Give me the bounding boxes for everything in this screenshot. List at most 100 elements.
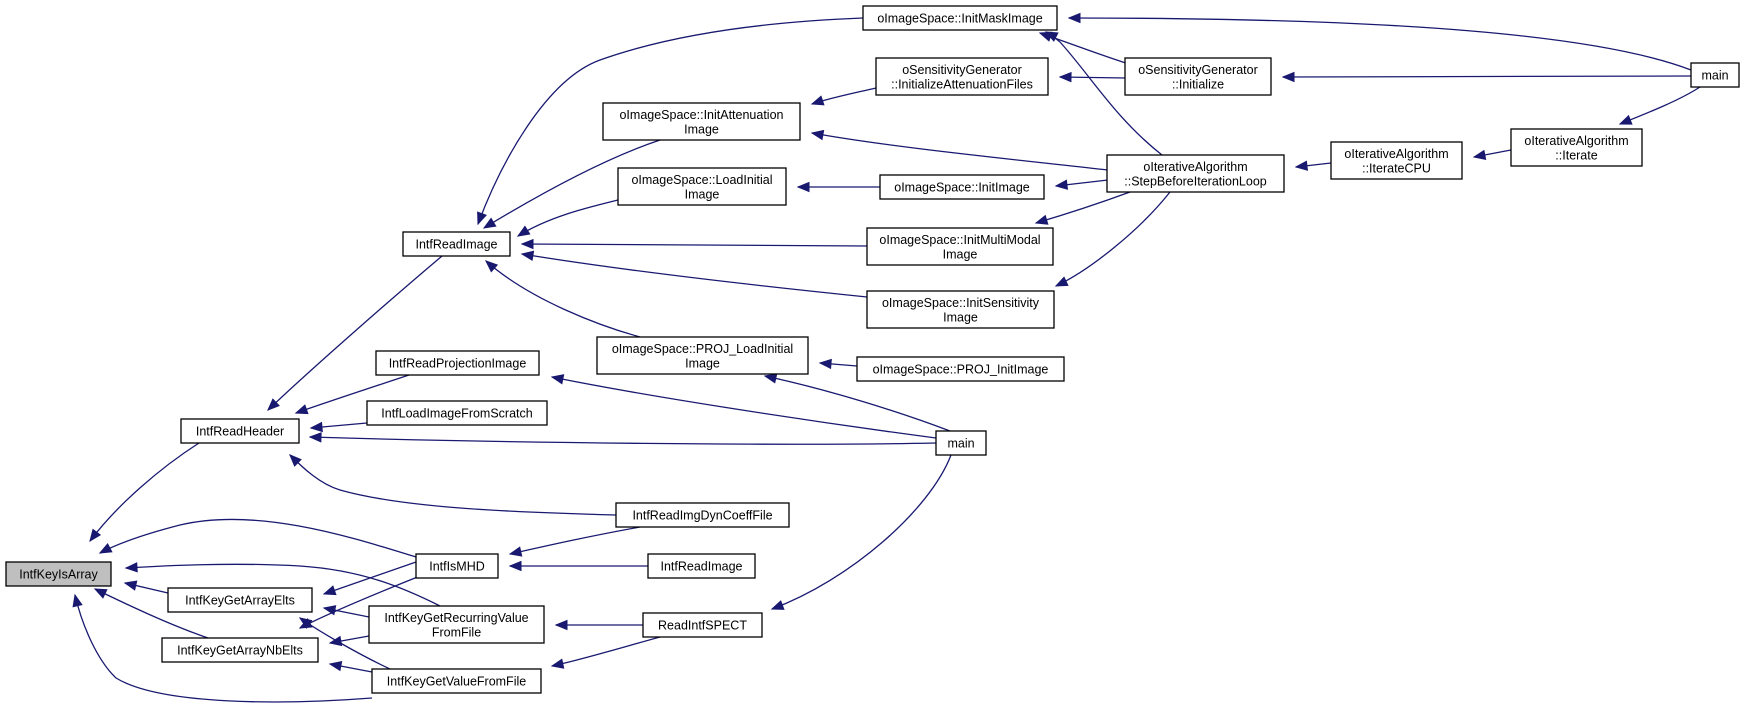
node-readintfspect[interactable]: ReadIntfSPECT [642, 612, 763, 638]
node-main_right[interactable]: main [1690, 62, 1740, 88]
node-label: oImageSpace::InitSensitivity [882, 296, 1040, 310]
node-readimgdyn[interactable]: IntfReadImgDynCoeffFile [615, 502, 790, 528]
arrowhead-icon [93, 588, 108, 599]
arrowhead-icon [763, 373, 778, 384]
node-getarraynbelts[interactable]: IntfKeyGetArrayNbElts [161, 637, 319, 663]
edge-line [517, 199, 619, 237]
node-box [402, 231, 511, 257]
node-box [5, 561, 112, 587]
edge-line [1282, 75, 1692, 78]
node-box [1124, 57, 1272, 96]
node-getarrayelts[interactable]: IntfKeyGetArrayElts [167, 587, 313, 613]
edge-line [125, 563, 441, 607]
node-box [1330, 141, 1463, 180]
node-iterate[interactable]: oIterativeAlgorithm::Iterate [1510, 128, 1643, 167]
edge-initmultimodal-to-readimage [520, 238, 868, 250]
node-main_mid[interactable]: main [935, 430, 987, 456]
edge-readimgdyn-to-readheader [289, 454, 617, 516]
edge-line [483, 139, 661, 229]
edge-getvalue-to-getarraynbelts [328, 660, 373, 673]
node-box [371, 668, 542, 694]
node-label: ::InitializeAttenuationFiles [891, 77, 1033, 91]
arrowhead-icon [298, 618, 313, 629]
edge-line [74, 594, 373, 703]
node-box [167, 587, 313, 613]
node-label: oSensitivityGenerator [902, 63, 1022, 77]
edge-line [94, 588, 209, 639]
node-box [415, 553, 499, 579]
arrowhead-icon [796, 181, 810, 193]
node-keyisarray[interactable]: IntfKeyIsArray [5, 561, 112, 587]
edge-line [1068, 17, 1692, 71]
edge-stepbefore-to-initmultimodal [1034, 191, 1131, 225]
node-label: oIterativeAlgorithm [1143, 160, 1247, 174]
node-label: IntfKeyGetValueFromFile [387, 675, 526, 689]
node-box [180, 418, 300, 444]
edge-line [551, 636, 661, 667]
node-readheader[interactable]: IntfReadHeader [180, 418, 300, 444]
arrowhead-icon [508, 560, 522, 572]
edge-initattenfiles-to-initatten [810, 87, 877, 106]
node-label: IntfReadImage [416, 238, 498, 252]
node-box [642, 612, 763, 638]
node-label: oImageSpace::InitAttenuation [619, 108, 783, 122]
edge-getrecurring-to-keyisarray [124, 562, 441, 607]
edge-line [1055, 191, 1171, 287]
arrowhead-icon [550, 374, 565, 385]
arrowhead-icon [1472, 149, 1487, 161]
node-iteratecpu[interactable]: oIterativeAlgorithm::IterateCPU [1330, 141, 1463, 180]
edge-main_mid-to-readprojimage [550, 374, 937, 439]
node-label: oSensitivityGenerator [1138, 63, 1258, 77]
arrowhead-icon [520, 238, 534, 250]
node-readimage2[interactable]: IntfReadImage [647, 553, 756, 579]
arrowhead-icon [1054, 276, 1069, 287]
node-sensinit[interactable]: oSensitivityGenerator::Initialize [1124, 57, 1272, 96]
edge-line [509, 526, 641, 555]
node-label: main [1701, 69, 1728, 83]
node-label: oImageSpace::PROJ_LoadInitial [612, 342, 793, 356]
node-projinitimage[interactable]: oImageSpace::PROJ_InitImage [856, 356, 1065, 382]
arrowhead-icon [1034, 214, 1049, 225]
node-readprojimage[interactable]: IntfReadProjectionImage [375, 350, 540, 376]
edge-readprojimage-to-readheader [294, 374, 410, 415]
edge-initatten-to-readimage [482, 139, 661, 229]
node-label: IntfLoadImageFromScratch [381, 407, 533, 421]
node-stepbefore[interactable]: oIterativeAlgorithm::StepBeforeIteration… [1106, 154, 1285, 193]
edge-getvalue-to-keyisarray [72, 593, 373, 703]
arrowhead-icon [516, 225, 531, 237]
edge-ismhd-to-getarrayelts [322, 561, 417, 596]
edge-line [99, 518, 417, 558]
node-label: Image [684, 122, 719, 136]
arrowhead-icon [1067, 12, 1081, 24]
edge-ismhd-to-getarraynbelts [298, 575, 421, 629]
node-label: ::Initialize [1172, 77, 1224, 91]
node-label: Image [943, 310, 978, 324]
node-loadfromscratch[interactable]: IntfLoadImageFromScratch [366, 400, 548, 426]
node-initimage[interactable]: oImageSpace::InitImage [879, 174, 1045, 200]
arrowhead-icon [1281, 71, 1295, 83]
node-label: Image [685, 356, 720, 370]
node-readimage[interactable]: IntfReadImage [402, 231, 511, 257]
node-ismhd[interactable]: IntfIsMHD [415, 553, 499, 579]
node-initattenfiles[interactable]: oSensitivityGenerator::InitializeAttenua… [875, 57, 1049, 96]
node-getvalue[interactable]: IntfKeyGetValueFromFile [371, 668, 542, 694]
node-initmask[interactable]: oImageSpace::InitMaskImage [862, 5, 1058, 31]
arrowhead-icon [289, 454, 302, 467]
edge-initsens-to-readimage [520, 250, 868, 298]
node-box [366, 400, 548, 426]
node-label: FromFile [432, 625, 481, 639]
edge-line [295, 374, 410, 414]
edge-iteratecpu-to-stepbefore [1294, 160, 1332, 171]
edge-main_mid-to-readheader [308, 432, 937, 445]
node-box [879, 174, 1045, 200]
edge-line [1035, 191, 1131, 224]
node-label: Image [943, 247, 978, 261]
node-box [866, 290, 1055, 329]
